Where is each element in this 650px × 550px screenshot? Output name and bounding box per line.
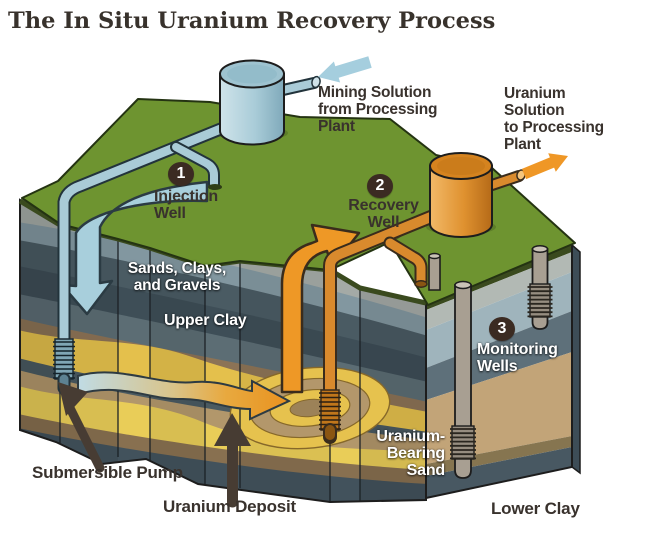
uranium-bearing-sand-label: Uranium- Bearing Sand: [376, 428, 445, 479]
submersible-pump-label: Submersible Pump: [32, 463, 183, 482]
badge-1: 1: [168, 162, 194, 186]
uranium-deposit-label: Uranium Deposit: [163, 497, 297, 516]
monitoring-well-3: [428, 252, 441, 291]
uranium-solution-out-arrow: [521, 153, 568, 180]
mining-solution-tank: [219, 59, 321, 146]
badge-2: 2: [367, 174, 393, 198]
leach-flow-arrow: [77, 371, 292, 421]
recovery-flow-up-arrow: [280, 223, 361, 394]
injection-well-label: Injection Well: [154, 188, 218, 222]
sands-clays-gravels-label: Sands, Clays, and Gravels: [127, 260, 227, 294]
injection-pipe: [53, 117, 240, 395]
monitoring-well-1: [450, 280, 476, 479]
page-title: The In Situ Uranium Recovery Process: [8, 8, 496, 34]
recovery-well-label: Recovery Well: [348, 197, 419, 231]
submersible-pump-pointer-arrow: [58, 382, 105, 473]
recovery-well-screen: [319, 389, 341, 444]
recovery-pipe: [319, 205, 450, 444]
uranium-solution-label: Uranium Solution to Processing Plant: [504, 85, 604, 153]
lower-clay-label: Lower Clay: [491, 499, 580, 518]
strata-facet-lines: [59, 224, 361, 502]
uranium-deposit-pointer-arrow: [214, 413, 251, 508]
recovery-wellhead-hole: [414, 280, 428, 288]
mining-solution-label: Mining Solution from Processing Plant: [318, 84, 438, 135]
badge-3: 3: [489, 317, 515, 341]
uranium-solution-tank: [429, 152, 526, 238]
injection-wellhead-hole: [208, 184, 222, 190]
mining-solution-in-arrow: [318, 56, 372, 83]
monitoring-well-2: [527, 244, 553, 330]
monitoring-wells-label: Monitoring Wells: [477, 341, 558, 375]
upper-clay-label: Upper Clay: [164, 312, 247, 329]
